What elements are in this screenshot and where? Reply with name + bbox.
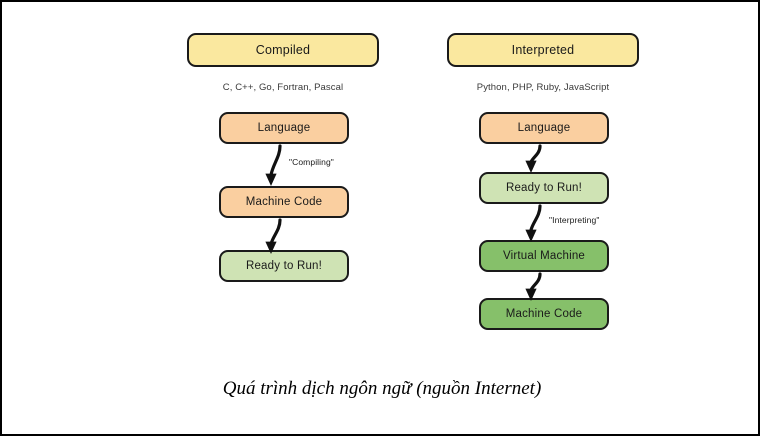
interpreted-header-label: Interpreted: [511, 43, 575, 57]
interpreted-node-ready-to-run-label: Ready to Run!: [505, 182, 583, 194]
compiled-arrow-label-compiling: "Compiling": [289, 157, 334, 167]
compiled-arrow-2-line: [269, 218, 282, 246]
compiled-node-language-label: Language: [257, 122, 311, 134]
compiled-node-ready-to-run: Ready to Run!: [219, 250, 349, 282]
compiled-languages-list: C, C++, Go, Fortran, Pascal: [222, 82, 344, 93]
interpreted-arrow-2-line: [529, 204, 542, 232]
interpreted-languages-list: Python, PHP, Ruby, JavaScript: [476, 82, 610, 93]
interpreted-node-virtual-machine: Virtual Machine: [479, 240, 609, 272]
interpreted-node-machine-code: Machine Code: [479, 298, 609, 330]
compiled-node-language: Language: [219, 112, 349, 144]
compiled-arrow-1-head: [265, 173, 277, 186]
compiled-node-machine-code-label: Machine Code: [245, 196, 323, 208]
compiled-node-machine-code: Machine Code: [219, 186, 349, 218]
interpreted-node-language: Language: [479, 112, 609, 144]
interpreted-node-language-label: Language: [517, 122, 571, 134]
compiled-arrow-1-line: [269, 144, 282, 177]
interpreted-arrow-1-line: [529, 144, 542, 164]
interpreted-node-ready-to-run: Ready to Run!: [479, 172, 609, 204]
compiled-node-ready-to-run-label: Ready to Run!: [245, 260, 323, 272]
interpreted-node-virtual-machine-label: Virtual Machine: [502, 250, 586, 262]
compiled-header-label: Compiled: [255, 43, 311, 57]
interpreted-arrow-label-interpreting: "Interpreting": [549, 215, 600, 225]
interpreted-node-machine-code-label: Machine Code: [505, 308, 583, 320]
interpreted-header-box: Interpreted: [447, 33, 639, 67]
compiled-header-box: Compiled: [187, 33, 379, 67]
figure-caption: Quá trình dịch ngôn ngữ (nguồn Internet): [222, 378, 542, 399]
interpreted-arrow-3-line: [529, 272, 542, 292]
language-translation-diagram: Compiled C, C++, Go, Fortran, Pascal Lan…: [2, 2, 758, 372]
